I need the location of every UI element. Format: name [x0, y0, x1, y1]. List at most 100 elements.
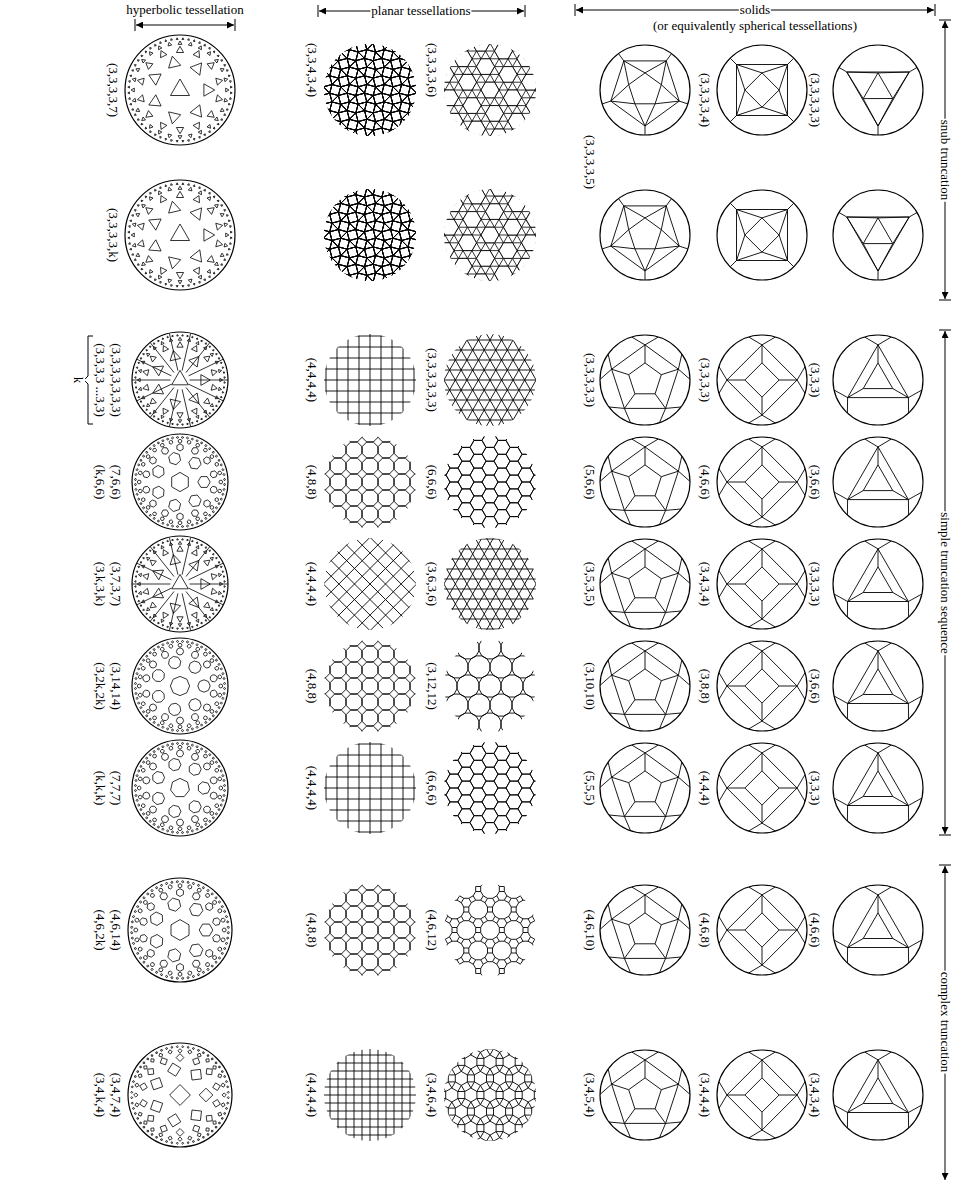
span-tick	[939, 330, 951, 331]
tiling-line	[600, 439, 690, 525]
tiling-line	[128, 38, 232, 142]
span-tick	[235, 19, 236, 31]
solid-outline	[717, 437, 807, 527]
tiling-line	[135, 437, 226, 528]
mirror-group	[396, 142, 585, 329]
tiling-line	[600, 541, 690, 627]
notation-label: (4,6,14)	[109, 908, 123, 951]
span-tick	[935, 4, 936, 16]
solid-outline	[600, 335, 690, 425]
notation-label: (3,5,3,5)	[583, 561, 597, 607]
tiling-line	[600, 643, 690, 729]
tiling-line	[719, 1052, 805, 1138]
tiling-figure	[135, 437, 226, 528]
notation-label: (3,14,14)	[109, 661, 123, 711]
tiling-figure	[289, 503, 450, 664]
tiling-line	[131, 1046, 230, 1145]
tiling-figure	[410, 406, 570, 558]
solid-outline	[600, 539, 690, 629]
disk-outline	[128, 1043, 232, 1147]
notation-label: (3,3,3,3,6)	[425, 42, 439, 98]
solid-outline	[717, 539, 807, 629]
notation-label: (3,3,3,3,k)	[106, 207, 120, 263]
notation-label: (4,8,8)	[305, 464, 319, 501]
notation-label: (6,6,6)	[425, 770, 439, 807]
tiling-line	[398, 839, 587, 1026]
tiling-figure	[839, 213, 917, 281]
tiling-figure	[410, 712, 570, 864]
solid-outline	[600, 641, 690, 731]
tiling-line	[410, 406, 570, 558]
tiling-line	[289, 503, 450, 664]
notation-label: (3,3,3,3,5)	[583, 134, 597, 190]
tiling-figure	[719, 337, 805, 423]
notation-label: (3,6,3,6)	[425, 561, 439, 607]
section-label: snub truncation	[938, 119, 952, 202]
tiling-line	[839, 213, 917, 281]
solid-outline	[717, 335, 807, 425]
tiling-figure	[719, 1052, 805, 1138]
tiling-line	[410, 712, 570, 864]
solid-outline	[833, 437, 923, 527]
tiling-figure	[398, 839, 587, 1026]
notation-label: (4,4,4)	[698, 770, 712, 807]
tiling-line	[834, 439, 922, 515]
disk-outline	[132, 536, 228, 632]
tiling-figure	[730, 58, 794, 122]
notation-label: (4,8,8)	[305, 912, 319, 949]
notation-label: (k,k,k)	[93, 770, 107, 807]
tiling-figure	[600, 337, 690, 423]
notation-label: (3,4,7,4)	[109, 1072, 123, 1118]
notation-label: (3,3,3,3,3)	[583, 352, 597, 408]
tiling-line	[286, 160, 445, 319]
tiling-line	[132, 537, 228, 631]
notation-label: (3,3,3)	[808, 362, 822, 399]
tiling-figure	[719, 439, 805, 525]
disk-outline	[132, 332, 228, 428]
tiling-line	[298, 858, 442, 1002]
span-tick	[135, 19, 136, 31]
tiling-line	[404, 1005, 580, 1190]
notation-label: (7,6,6)	[109, 464, 123, 501]
tiling-figure	[298, 614, 442, 758]
solid-outline	[600, 1050, 690, 1140]
notation-label: (3,3,3,3)	[808, 561, 822, 607]
tiling-figure	[414, 512, 566, 655]
hexagon-tile	[396, 0, 585, 184]
notation-label: (4,6,8)	[698, 912, 712, 949]
notation-label: (3,8,8)	[698, 668, 712, 705]
disk-outline	[132, 740, 228, 836]
tiling-line	[730, 203, 794, 267]
span-tick	[525, 5, 526, 17]
solid-outline	[833, 641, 923, 731]
solid-outline	[833, 190, 923, 280]
tessellation-figures	[125, 0, 923, 1190]
notation-label: (4,4,4,4)	[305, 357, 319, 403]
solid-outline	[833, 885, 923, 975]
solid-outline	[600, 190, 690, 280]
notation-label: (3,4,3,4)	[698, 561, 712, 607]
notation-label: (4,6,2k)	[93, 908, 107, 951]
tiling-figure	[834, 745, 922, 821]
notation-label: (4,4,4,4)	[305, 765, 319, 811]
tiling-line	[719, 439, 805, 525]
notation-label: (3,4,3,4)	[808, 1072, 822, 1118]
notation-label: (3,4,5,4)	[583, 1072, 597, 1118]
tiling-figure	[600, 439, 690, 525]
tiling-line	[295, 15, 454, 174]
notation-label: (3,7,3,7)	[109, 561, 123, 607]
tiling-line	[730, 58, 794, 122]
tiling-figure	[128, 183, 232, 287]
disk-outline	[125, 35, 235, 145]
notation-label: (3,4,4,4)	[698, 1072, 712, 1118]
brace	[84, 336, 93, 424]
notation-label: (4,4,4,4)	[305, 561, 319, 607]
span-tick	[939, 300, 951, 301]
section-label: simple truncation sequence	[938, 511, 952, 655]
column-header: solids	[739, 3, 771, 17]
notation-label: (3,3,3,3,3,3)	[425, 347, 439, 413]
notation-label: (7,7,7)	[109, 770, 123, 807]
tiling-line	[304, 722, 436, 854]
tiling-figure	[839, 68, 917, 136]
tiling-figure	[719, 643, 805, 729]
